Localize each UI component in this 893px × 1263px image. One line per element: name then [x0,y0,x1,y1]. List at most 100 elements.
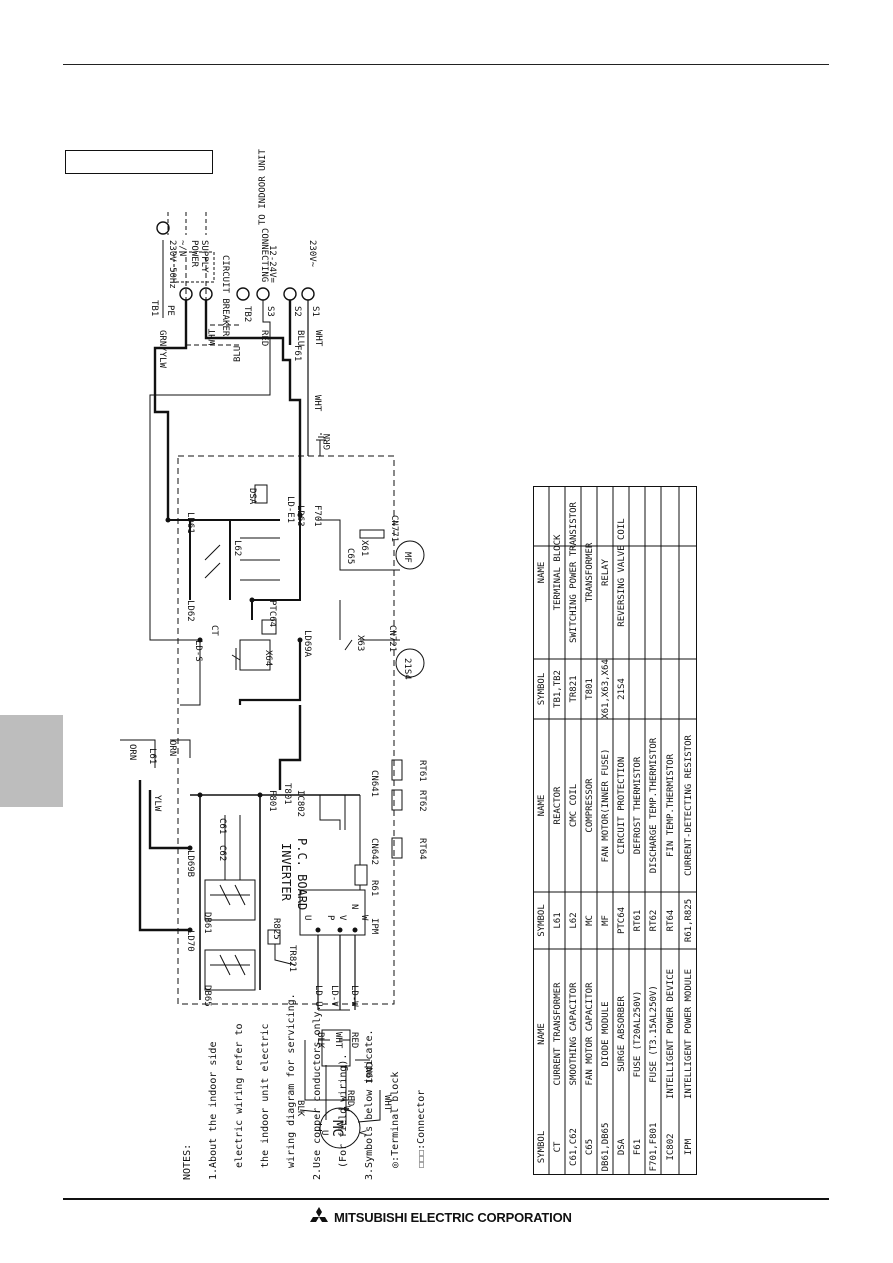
label-ipm-p: P [325,915,335,921]
label-red-mc: RED [345,1090,355,1106]
legend-symbol-cell: 21S4 [617,678,627,700]
legend-symbol-cell: L62 [569,912,579,928]
label-ld-v: LD-V [329,985,339,1007]
s2-terminal [283,287,297,301]
note-line: 3.Symbols below indicate. [364,1029,375,1180]
label-wire-wht-s1: WHT [313,330,323,347]
label-blk-mc: BLK [295,1100,305,1117]
note-line: electric wiring refer to [234,1023,245,1180]
note-line: wiring diagram for servicing. [286,993,297,1180]
legend-symbol-cell: PTC64 [617,907,627,934]
label-ct: CT [209,625,219,636]
label-wire-red: RED [259,330,269,346]
label-ic802: IC802 [295,790,305,817]
legend-symbol-cell: C65 [585,1139,595,1155]
s3-terminal [256,287,270,301]
label-ipm-w: W [359,915,369,921]
circuit-breaker-box [173,251,215,283]
legend-header-cell: SYMBOL [537,673,547,706]
notes-block: NOTES: 1.About the indoor side electric … [168,993,441,1180]
surge-absorber-marks [204,544,221,579]
label-power-supply-2: 230V 50Hz [167,240,177,289]
legend-symbol-cell: F701,F801 [649,1123,659,1172]
label-s3: S3 [265,306,275,317]
label-230v: 230V~ [307,240,317,268]
label-blk: BLK [315,1032,325,1049]
label-r61: R61 [369,880,379,896]
legend-header-cell: NAME [537,795,547,817]
label-ipm-u: U [302,915,312,920]
tb2-terminal [236,287,250,301]
legend-name-cell: SMOOTHING CAPACITOR [569,982,579,1086]
label-wire-wht: WHT [208,328,218,345]
label-c62: C62 [217,845,227,861]
label-ld-e1: LD-E1 [285,496,295,523]
legend-name-cell: DEFROST THERMISTOR [633,756,643,854]
db65-box [204,949,256,991]
label-21s4: 21S4 [402,658,412,680]
label-l62: L62 [232,540,242,556]
label-ipm-n: N [349,904,359,909]
label-mc-v: V [357,1130,367,1136]
label-s2: S2 [292,306,302,317]
label-cn642: CN642 [369,838,379,865]
legend-name-cell: FUSE (T3.15AL250V) [649,985,659,1083]
legend-name-cell: REVERSING VALVE COIL [617,518,627,626]
label-power-supply-1: ~/N [177,240,187,256]
legend-name-cell: CMC COIL [569,784,579,827]
label-ld69a: LD69A [302,630,312,658]
note-line: (For field wiring). [338,1053,349,1180]
label-rt61: RT61 [417,760,427,782]
note-line: ◎:Terminal block [390,1071,401,1180]
legend-name-cell: FUSE (T20AL250V) [633,991,643,1078]
legend-symbol-cell: X61,X63,X64 [601,659,611,719]
note-line: the indoor unit electric [260,1023,271,1180]
label-mc-u: U [319,1130,329,1135]
label-db65: DB65 [202,985,212,1007]
label-f701: F701 [312,505,322,527]
label-s1: S1 [310,306,320,317]
legend-name-cell: CIRCUIT PROTECTION [617,757,627,855]
label-x61: X61 [359,540,369,556]
tb1-l-terminal [179,287,193,301]
legend-header-cell: NAME [537,1023,547,1045]
legend-symbol-cell: RT64 [666,910,676,932]
legend-name-cell: INTELLIGENT POWER MODULE [684,969,694,1099]
chapter-side-tab [0,715,63,807]
label-ld61: LD61 [185,512,195,534]
tb1-pe-terminal [156,221,170,235]
legend-symbol-cell: MC [585,915,595,926]
legend-name-cell: CURRENT TRANSFORMER [553,982,563,1086]
legend-symbol-cell: T801 [585,678,595,700]
legend-symbol-cell: R61,R825 [684,899,694,942]
section-label-box [65,150,213,174]
db61-box [204,879,256,921]
compressor-symbol [319,1107,361,1149]
legend-name-cell: SWITCHING POWER TRANSISTOR [569,501,579,642]
label-tb1: TB1 [149,300,159,316]
label-ylw: YLW [152,795,162,812]
label-circuit-breaker: CIRCUIT BREAKER [220,255,230,337]
label-c65: C65 [345,548,355,564]
reversing-valve-symbol [395,648,425,678]
supply-wire-n [204,300,302,515]
legend-symbol-cell: DB61,DB65 [601,1123,611,1172]
label-tr821: TR821 [287,945,297,972]
legend-header-cell: SYMBOL [537,1131,547,1164]
label-cn721: CN721 [387,625,397,652]
label-12-24v: 12-24V= [267,245,277,284]
label-rt62: RT62 [417,790,427,812]
s1-terminal [301,287,315,301]
legend-name-cell: FIN TEMP.THERMISTOR [666,753,676,857]
label-l61: L61 [147,748,157,764]
footer-brand: MITSUBISHI ELECTRIC CORPORATION [334,1209,572,1225]
label-wire-blu: BLU [295,330,305,346]
label-cn61: CN61 [363,1062,373,1084]
label-red-cn61: RED [349,1032,359,1048]
legend-symbol-cell: MF [601,915,611,926]
label-t801: T801 [282,783,292,805]
legend-name-cell: DIODE MODULE [601,1001,611,1066]
label-wire-wht-f61: WHT [312,395,322,412]
